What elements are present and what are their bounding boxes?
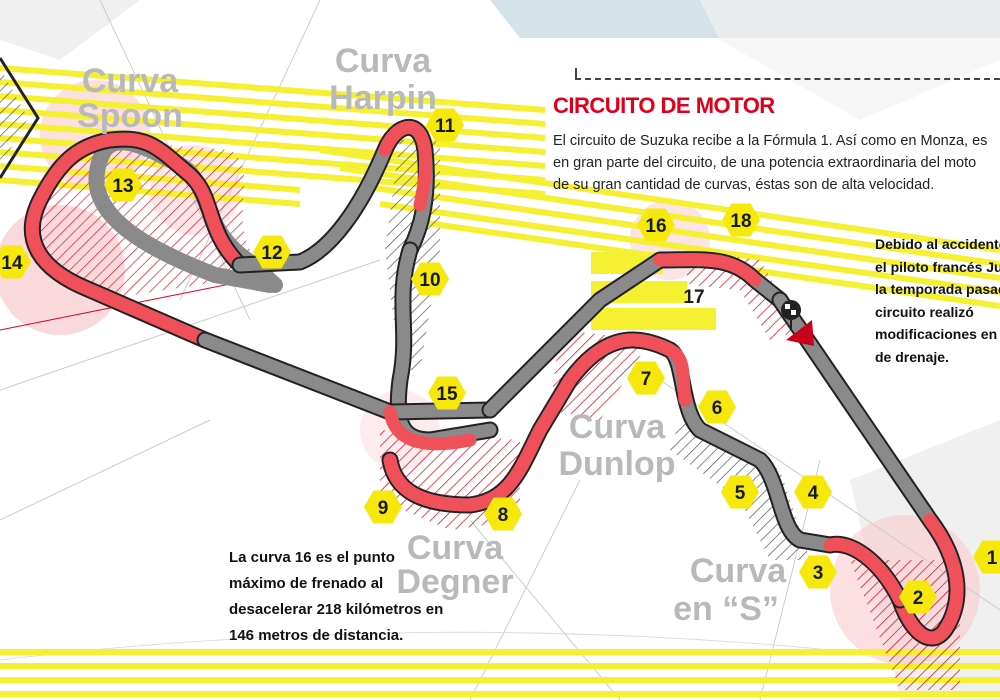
panel-divider (575, 78, 1000, 80)
note-line: 146 metros de distancia. (229, 627, 404, 644)
panel-body-line: El circuito de Suzuka recibe a la Fórmul… (553, 133, 988, 149)
panel-body-line: de su gran cantidad de curvas, éstas son… (553, 177, 935, 193)
turn-number: 11 (435, 116, 456, 137)
turn-badge-15: 15 (428, 376, 466, 410)
gray-facet (0, 0, 140, 60)
note-line: circuito realizó (875, 303, 974, 320)
turn-number: 3 (813, 563, 824, 584)
curve-name-degner: Curva (407, 529, 504, 567)
note-line: la temporada pasad (875, 281, 1000, 297)
turn-badge-1: 1 (973, 540, 1000, 574)
turn-badge-4: 4 (794, 475, 832, 509)
panel-title: CIRCUITO DE MOTOR (553, 93, 775, 118)
turn-number: 6 (712, 398, 723, 419)
curve-names: CurvaSpoonCurvaHarpinCurvaDunlopCurvaDeg… (77, 42, 787, 628)
panel-body: El circuito de Suzuka recibe a la Fórmul… (553, 130, 1000, 196)
turn-number: 15 (436, 384, 458, 405)
curve-name-spoon: Curva (82, 62, 179, 100)
note-line: desacelerar 218 kilómetros en (229, 601, 444, 618)
turn-badge-2: 2 (899, 580, 937, 614)
checkered-flag-icon (781, 300, 801, 330)
turn-number: 14 (1, 253, 23, 274)
turn-badge-7: 7 (627, 361, 665, 395)
note-line: el piloto francés Ju (875, 258, 1000, 275)
turn-badge-11: 11 (426, 108, 464, 142)
turn-badge-16: 16 (637, 208, 675, 242)
turn-number: 17 (683, 287, 704, 308)
turn-number: 8 (498, 505, 509, 526)
turn-badge-8: 8 (484, 497, 522, 531)
direction-arrow-icon (786, 320, 814, 346)
turn-number: 18 (730, 211, 751, 232)
turn-number: 5 (735, 483, 746, 504)
note-line: máximo de frenado al (229, 575, 384, 592)
race-track (23, 119, 966, 647)
curve-name-harpin: Harpin (329, 79, 437, 117)
turn-badge-9: 9 (364, 490, 402, 524)
turn-badge-10: 10 (411, 262, 449, 296)
turn-badge-13: 13 (104, 168, 142, 202)
note-line: La curva 16 es el punto (229, 549, 395, 566)
turn-badge-6: 6 (698, 390, 736, 424)
turn-badge-17: 17 (683, 287, 704, 308)
turn-badge-3: 3 (799, 555, 837, 589)
panel-divider-tick (575, 68, 577, 80)
turn-number: 13 (112, 176, 133, 197)
turn-number: 7 (641, 369, 652, 390)
turn-badge-12: 12 (253, 235, 291, 269)
note-line: de drenaje. (875, 348, 949, 365)
curve-name-dunlop: Curva (569, 408, 666, 446)
turn-number: 16 (645, 216, 666, 237)
panel-body-line: en gran parte del circuito, de una poten… (553, 155, 977, 171)
left-chevron-hatch (0, 68, 28, 168)
turn-number: 10 (419, 270, 440, 291)
turn-badge-14: 14 (0, 245, 31, 279)
note-line: modificaciones en (875, 326, 998, 342)
curve-name-degner: Degner (396, 563, 513, 601)
curve-name-dunlop: Dunlop (558, 445, 675, 483)
left-chevron (0, 57, 40, 179)
turn-number: 1 (987, 548, 998, 569)
gray-facet (700, 0, 1000, 120)
turn-number: 12 (261, 243, 282, 264)
note-line: Debido al accidente (875, 236, 1000, 252)
curve-name-spoon: Spoon (77, 97, 183, 135)
curve-name-s: Curva (690, 552, 787, 590)
curve-name-s: en “S” (673, 590, 779, 628)
turn-number: 2 (913, 588, 924, 609)
turn-badge-5: 5 (721, 475, 759, 509)
accident-note: Debido al accidente el piloto francés Ju… (875, 233, 1000, 368)
turn-badge-18: 18 (722, 203, 760, 237)
turn-number: 9 (378, 498, 389, 519)
curve-name-harpin: Curva (335, 42, 432, 80)
braking-note: La curva 16 es el punto máximo de frenad… (229, 545, 444, 649)
turn-number: 4 (808, 483, 819, 504)
